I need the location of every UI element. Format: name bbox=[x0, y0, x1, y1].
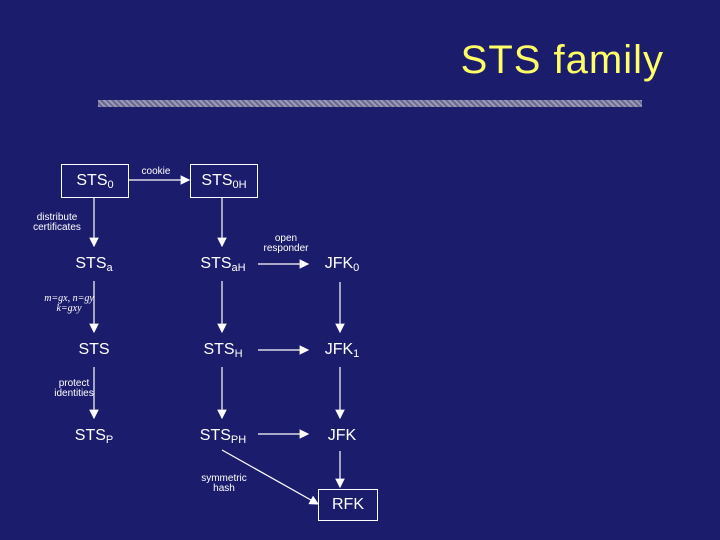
node-stsah-sub: aH bbox=[231, 262, 246, 274]
node-sts0h-sub: 0H bbox=[232, 179, 247, 191]
node-rfk-base: RFK bbox=[332, 496, 364, 513]
node-stsah-base: STS bbox=[200, 255, 232, 272]
label-formula: m=gx, n=gy k=gxy bbox=[38, 294, 100, 314]
node-jfk1-base: JFK bbox=[324, 341, 354, 358]
node-stsp-sub: P bbox=[105, 434, 114, 446]
node-stsh-base: STS bbox=[203, 341, 235, 358]
node-jfk1-sub: 1 bbox=[353, 348, 360, 360]
slide-title: STS family bbox=[460, 38, 664, 82]
node-jfk-base: JFK bbox=[327, 427, 357, 444]
node-jfk0-base: JFK bbox=[324, 255, 354, 272]
node-stsa-base: STS bbox=[75, 255, 107, 272]
node-stsa-sub: a bbox=[106, 262, 113, 274]
arrow-stsph-to-rfk bbox=[221, 449, 320, 505]
node-stsph-base: STS bbox=[199, 427, 231, 444]
label-symmetric-hash: symmetric hash bbox=[201, 473, 247, 494]
label-protect-identities: protect identities bbox=[54, 378, 94, 399]
node-rfk: RFK bbox=[318, 489, 378, 521]
label-formula-line2: k=gxy bbox=[56, 303, 82, 314]
node-sts-base: STS bbox=[78, 341, 110, 358]
label-distribute-certificates: distribute certificates bbox=[33, 212, 81, 233]
label-cookie: cookie bbox=[141, 166, 171, 177]
node-jfk: JFK bbox=[310, 420, 374, 452]
node-sts0h-base: STS bbox=[201, 172, 233, 189]
node-jfk0-sub: 0 bbox=[353, 262, 360, 274]
node-sts0-sub: 0 bbox=[107, 179, 114, 191]
node-sts: STS bbox=[61, 334, 127, 366]
node-stsph-sub: PH bbox=[230, 434, 247, 446]
node-stsp-base: STS bbox=[74, 427, 106, 444]
label-open-responder: open responder bbox=[263, 233, 309, 254]
title-divider bbox=[98, 100, 642, 107]
node-stsh-sub: H bbox=[234, 348, 243, 360]
node-sts0-base: STS bbox=[76, 172, 108, 189]
label-formula-line1: m=gx, n=gy bbox=[44, 293, 94, 304]
